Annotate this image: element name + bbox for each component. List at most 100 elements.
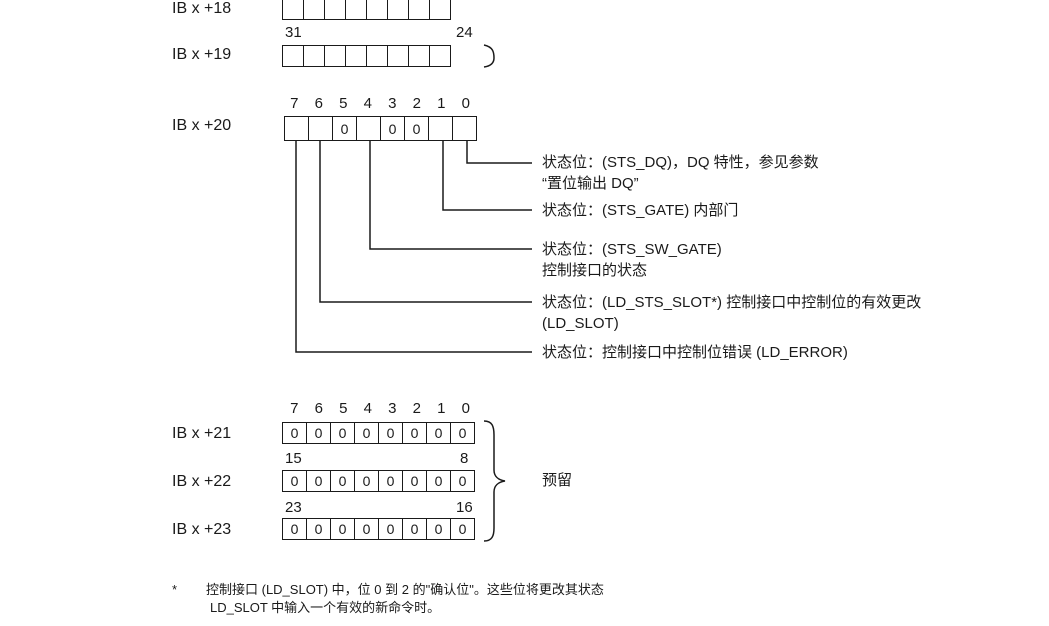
bit-number: 1 xyxy=(437,95,446,112)
bit-number: 0 xyxy=(461,95,470,112)
connector-bit3 xyxy=(369,140,532,250)
bit-number: 4 xyxy=(363,95,372,112)
bit-cell: 0 xyxy=(450,470,475,492)
footnote-line1: 控制接口 (LD_SLOT) 中，位 0 到 2 的"确认位"。这些位将更改其状… xyxy=(206,582,604,597)
bit-cell xyxy=(345,0,367,20)
desc-ld-sts-slot: 状态位：(LD_STS_SLOT*) 控制接口中控制位的有效更改 (LD_SLO… xyxy=(542,292,921,334)
footnote-line2: LD_SLOT 中输入一个有效的新命令时。 xyxy=(210,600,441,615)
connector-bit1 xyxy=(442,140,532,211)
reserved-label: 预留 xyxy=(542,472,573,489)
bit-cell xyxy=(408,45,430,67)
reserved-brace xyxy=(483,420,506,542)
bit-number-high-ib23: 23 xyxy=(285,499,302,516)
byte-ib20: 0 0 0 xyxy=(284,116,477,141)
bit-cell: 0 xyxy=(330,470,355,492)
bit-number: 6 xyxy=(314,95,323,112)
bit-cell: 0 xyxy=(402,518,427,540)
desc-ld-error: 状态位：控制接口中控制位错误 (LD_ERROR) xyxy=(542,344,848,361)
bit-cell xyxy=(282,45,304,67)
desc-sts-dq: 状态位：(STS_DQ)，DQ 特性，参见参数 “置位输出 DQ” xyxy=(542,152,819,194)
bit-cell xyxy=(387,45,409,67)
bit-numbers-ib21: 7 6 5 4 3 2 1 0 xyxy=(282,400,478,417)
desc-sts-dq-line2: “置位输出 DQ” xyxy=(542,175,639,192)
bit-cell: 0 xyxy=(378,518,403,540)
bit-number: 7 xyxy=(290,95,299,112)
bit-cell: 0 xyxy=(426,422,451,444)
bit-cell xyxy=(452,116,477,141)
bit-number-high-ib22: 15 xyxy=(285,450,302,467)
bit-number: 4 xyxy=(363,400,372,417)
bit-cell: 0 xyxy=(402,470,427,492)
bit-cell xyxy=(324,0,346,20)
row-label-ib20: IB x +20 xyxy=(172,117,232,134)
row-label-ib21: IB x +21 xyxy=(172,425,232,442)
byte-ib21: 0 0 0 0 0 0 0 0 xyxy=(282,422,475,444)
bit-cell: 0 xyxy=(330,518,355,540)
row-label-ib23: IB x +23 xyxy=(172,521,232,538)
bit-number: 5 xyxy=(339,400,348,417)
bit-number: 6 xyxy=(314,400,323,417)
bit-cell: 0 xyxy=(332,116,357,141)
row-label-ib22: IB x +22 xyxy=(172,473,232,490)
desc-ld-sts-slot-line2: (LD_SLOT) xyxy=(542,315,619,332)
bit-number: 7 xyxy=(290,400,299,417)
connector-bit7 xyxy=(295,140,532,353)
bit-cell xyxy=(428,116,453,141)
bit-number: 0 xyxy=(461,400,470,417)
bit-cell: 0 xyxy=(330,422,355,444)
bit-number: 3 xyxy=(388,400,397,417)
bit-cell xyxy=(387,0,409,20)
bit-cell: 0 xyxy=(354,518,379,540)
bit-numbers-ib20: 7 6 5 4 3 2 1 0 xyxy=(282,95,478,112)
desc-sts-sw-gate-line1: 状态位：(STS_SW_GATE) xyxy=(542,241,722,258)
bit-number: 2 xyxy=(412,400,421,417)
byte-ib18 xyxy=(282,0,451,20)
bit-cell xyxy=(429,45,451,67)
connector-bit0 xyxy=(466,140,532,164)
bit-cell: 0 xyxy=(404,116,429,141)
bit-cell: 0 xyxy=(402,422,427,444)
bit-cell: 0 xyxy=(306,518,331,540)
desc-sts-sw-gate: 状态位：(STS_SW_GATE) 控制接口的状态 xyxy=(542,239,722,281)
bit-cell: 0 xyxy=(450,422,475,444)
bit-cell: 0 xyxy=(282,470,307,492)
bit-cell xyxy=(324,45,346,67)
bit-cell: 0 xyxy=(354,422,379,444)
bit-number-low-ib19: 24 xyxy=(456,24,473,41)
desc-sts-gate: 状态位：(STS_GATE) 内部门 xyxy=(542,202,739,219)
bit-cell xyxy=(366,0,388,20)
byte-ib22: 0 0 0 0 0 0 0 0 xyxy=(282,470,475,492)
bit-cell xyxy=(366,45,388,67)
bit-cell: 0 xyxy=(378,470,403,492)
bit-cell xyxy=(408,0,430,20)
bit-cell: 0 xyxy=(426,470,451,492)
bit-cell: 0 xyxy=(450,518,475,540)
footnote-marker: * xyxy=(172,582,178,597)
bit-cell xyxy=(303,0,325,20)
bit-cell: 0 xyxy=(282,518,307,540)
bit-cell: 0 xyxy=(354,470,379,492)
bit-number-low-ib23: 16 xyxy=(456,499,473,516)
connector-bit6 xyxy=(319,140,532,303)
bit-cell: 0 xyxy=(426,518,451,540)
bit-number: 3 xyxy=(388,95,397,112)
bit-cell: 0 xyxy=(306,470,331,492)
bit-cell xyxy=(303,45,325,67)
bit-cell: 0 xyxy=(306,422,331,444)
bit-number: 5 xyxy=(339,95,348,112)
footnote-text: 控制接口 (LD_SLOT) 中，位 0 到 2 的"确认位"。这些位将更改其状… xyxy=(206,581,604,617)
row-label-ib19: IB x +19 xyxy=(172,46,232,63)
bit-cell xyxy=(345,45,367,67)
desc-sts-dq-line1: 状态位：(STS_DQ)，DQ 特性，参见参数 xyxy=(542,154,819,171)
row-label-ib18: IB x +18 xyxy=(172,0,232,17)
bit-number-low-ib22: 8 xyxy=(460,450,469,467)
bit-cell: 0 xyxy=(378,422,403,444)
bit-cell xyxy=(282,0,304,20)
bit-cell xyxy=(356,116,381,141)
bit-cell xyxy=(308,116,333,141)
byte-ib23: 0 0 0 0 0 0 0 0 xyxy=(282,518,475,540)
bit-cell: 0 xyxy=(380,116,405,141)
bit-cell: 0 xyxy=(282,422,307,444)
desc-ld-sts-slot-line1: 状态位：(LD_STS_SLOT*) 控制接口中控制位的有效更改 xyxy=(542,294,922,311)
